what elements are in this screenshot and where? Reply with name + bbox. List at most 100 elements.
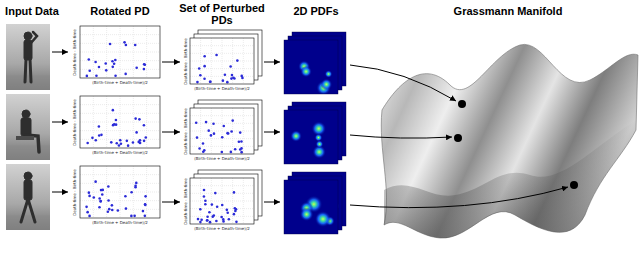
persistence-diagram [209,80,212,83]
column-title: Set of Perturbed PDs [176,2,268,26]
input-photo [6,215,50,230]
persistence-diagram [226,132,229,135]
pdf-heatmap [284,40,338,95]
input-photo [25,59,31,82]
axis-label: Death-time - Birth-time [183,36,188,86]
persistence-diagram [228,218,231,221]
pipeline-art [6,24,346,234]
pdf-heatmap [284,180,338,234]
persistence-diagram [144,195,147,198]
input-photo [21,172,35,222]
persistence-diagram [143,140,146,143]
persistence-diagram [85,206,88,209]
persistence-diagram [205,121,208,124]
flow-arrow [264,62,280,63]
persistence-diagram [190,178,254,224]
persistence-diagram [233,191,236,194]
persistence-diagram [80,52,160,53]
input-photo [6,94,50,160]
pdf-heatmap [284,180,338,234]
persistence-diagram [115,119,118,122]
persistence-diagram [134,117,137,120]
flow-arrow [52,192,68,193]
persistence-diagram [203,55,206,58]
persistence-diagram [98,125,101,128]
persistence-diagram [190,201,254,202]
persistence-diagram [113,62,116,65]
persistence-diagram [210,134,213,137]
pdf-heatmap [298,60,332,94]
persistence-diagram [199,208,202,211]
persistence-diagram [239,131,242,134]
axis-label: (Birth-time + Death-time)/2 [187,86,257,91]
grassmann-manifold [381,44,638,238]
persistence-diagram [80,122,160,123]
column-title: Rotated PD [80,5,160,17]
persistence-diagram [199,221,202,224]
input-photo [22,110,30,118]
persistence-diagram [110,141,113,144]
persistence-diagram [125,207,128,210]
persistence-diagram [243,178,244,224]
persistence-diagram [240,140,243,143]
persistence-diagram [98,66,101,69]
pdf-heatmap [300,207,314,221]
persistence-diagram [198,67,201,70]
persistence-diagram [190,178,254,224]
persistence-diagram [135,182,138,185]
persistence-diagram [137,141,140,144]
persistence-diagram [144,63,147,66]
persistence-diagram [214,192,217,195]
persistence-diagram [234,148,237,151]
pdf-heatmap [284,110,338,164]
persistence-diagram [216,205,219,208]
persistence-diagram [204,200,207,203]
input-photo [6,145,50,160]
persistence-diagram [222,79,225,82]
persistence-diagram [226,209,229,212]
persistence-diagram [87,58,90,61]
axis-label: (Birth-time + Death-time)/2 [78,220,162,225]
persistence-diagram [80,26,160,78]
input-photo [6,164,50,230]
pdf-heatmap [284,110,338,164]
persistence-diagram [146,26,147,78]
axis-label: Death-time - Birth-time [72,96,77,148]
input-photo [24,180,32,200]
input-photo [24,172,32,180]
persistence-diagram [233,213,236,216]
persistence-diagram [231,119,234,122]
persistence-diagram [80,130,160,131]
persistence-diagram [111,209,114,212]
persistence-diagram [99,200,102,203]
persistence-diagram [226,211,229,214]
persistence-diagram [220,216,223,219]
pdf-heatmap [284,40,338,94]
persistence-diagram [208,211,211,214]
persistence-diagram [98,197,101,200]
persistence-diagram [241,77,244,80]
persistence-diagram [127,144,130,147]
persistence-diagram [243,108,244,154]
persistence-diagram [146,96,147,148]
persistence-diagram [144,136,147,139]
flow-arrow [162,202,180,203]
persistence-diagram [133,96,134,148]
input-photo [6,94,50,160]
persistence-diagram [209,80,212,83]
persistence-diagram [227,132,230,135]
pdf-heatmap [325,70,333,78]
pdf-heatmap [321,78,333,90]
persistence-diagram [138,118,141,121]
persistence-diagram [206,219,209,222]
persistence-diagram [144,204,147,207]
persistence-diagram [98,134,101,137]
persistence-diagram [229,65,232,68]
persistence-diagram [146,166,147,218]
pdf-heatmap [315,211,331,227]
mapping-arrow [350,135,452,138]
persistence-diagram [144,203,147,206]
persistence-diagram [123,41,126,44]
mapping-arrow [350,187,568,208]
persistence-diagram [101,189,104,192]
